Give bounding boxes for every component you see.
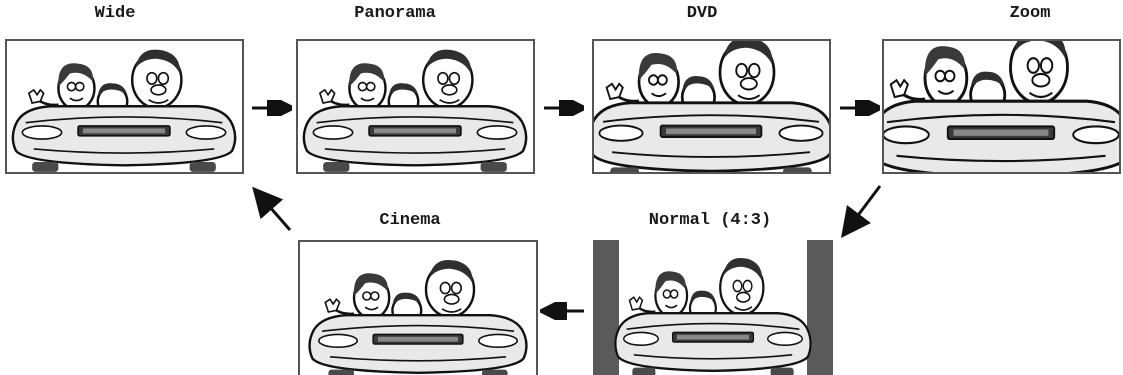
panorama-frame bbox=[296, 39, 535, 174]
arrow-icon bbox=[542, 100, 584, 116]
car-family-illustration bbox=[7, 41, 242, 172]
zoom-label: Zoom bbox=[980, 4, 1080, 23]
car-family-illustration bbox=[298, 41, 533, 172]
zoom-frame bbox=[882, 39, 1121, 174]
car-family-illustration bbox=[594, 41, 829, 172]
car-family-illustration bbox=[884, 41, 1119, 172]
car-family-illustration bbox=[593, 240, 833, 375]
dvd-frame bbox=[592, 39, 831, 174]
cinema-frame bbox=[298, 240, 538, 375]
arrow-icon bbox=[838, 100, 880, 116]
arrow-icon bbox=[540, 302, 588, 320]
cinema-label: Cinema bbox=[345, 211, 475, 230]
wide-frame bbox=[5, 39, 244, 174]
arrow-icon bbox=[250, 100, 292, 116]
wide-label: Wide bbox=[40, 4, 190, 23]
normal-frame bbox=[593, 240, 833, 375]
car-family-illustration bbox=[300, 242, 536, 375]
dvd-label: DVD bbox=[652, 4, 752, 23]
arrow-icon bbox=[838, 182, 886, 238]
normal-label: Normal (4:3) bbox=[610, 211, 810, 230]
arrow-icon bbox=[248, 184, 296, 236]
panorama-label: Panorama bbox=[300, 4, 490, 23]
